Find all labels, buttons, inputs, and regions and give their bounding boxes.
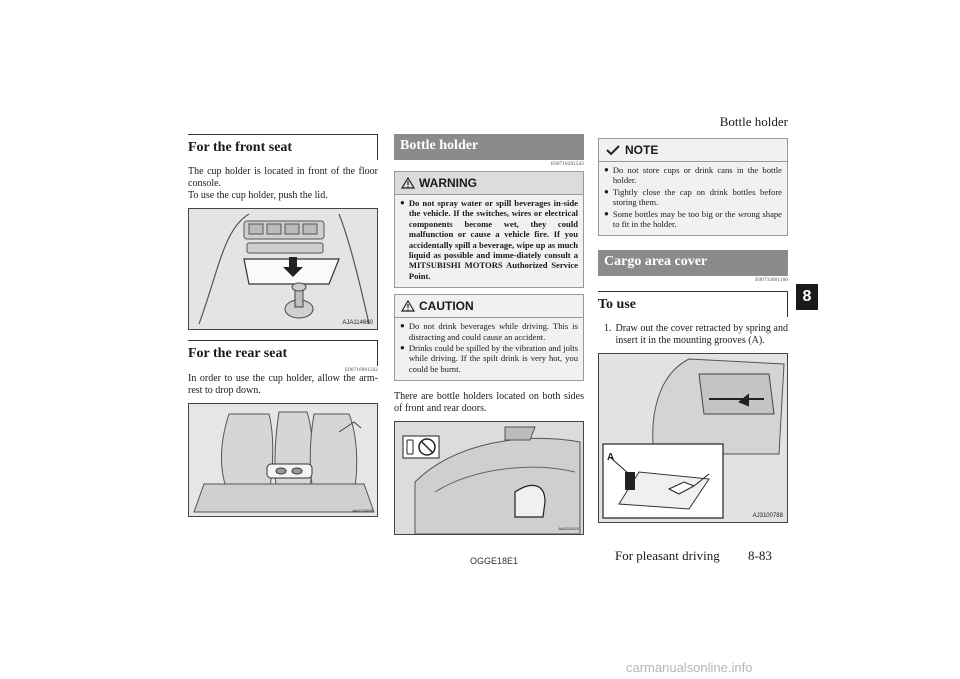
caution-item: ● Drinks could be spilled by the vibrati… bbox=[400, 343, 578, 374]
bullet-dot-icon: ● bbox=[400, 343, 405, 353]
section-heading-front-seat: For the front seat bbox=[188, 134, 378, 160]
callout-label-a: A bbox=[607, 452, 614, 463]
warning-box: WARNING ● Do not spray water or spill be… bbox=[394, 171, 584, 289]
figure-id-cargo: AJ3100788 bbox=[752, 513, 783, 520]
running-title: Bottle holder bbox=[719, 114, 788, 129]
rear-seat-code: E00716901562 bbox=[345, 368, 378, 373]
note-item: ● Do not store cups or drink cans in the… bbox=[604, 165, 782, 186]
watermark: carmanualsonline.info bbox=[626, 660, 753, 675]
warning-item: ● Do not spray water or spill beverages … bbox=[400, 198, 578, 281]
section-heading-rear-seat: For the rear seat bbox=[188, 340, 378, 366]
front-cup-holder-illustration bbox=[189, 209, 377, 329]
note-item-text: Some bottles may be too big or the wrong… bbox=[612, 208, 782, 230]
note-title: NOTE bbox=[625, 143, 659, 157]
rear-armrest-figure: AA0110406 bbox=[188, 403, 378, 517]
bottle-holder-code: E00718201543 bbox=[551, 162, 584, 167]
front-seat-text-1: The cup holder is located in front of th… bbox=[188, 166, 378, 189]
note-body: ● Do not store cups or drink cans in the… bbox=[599, 162, 787, 235]
note-header: NOTE bbox=[599, 139, 787, 162]
bullet-dot-icon: ● bbox=[604, 208, 609, 218]
step-1: 1. Draw out the cover retracted by sprin… bbox=[604, 323, 788, 347]
warning-triangle-icon bbox=[401, 300, 415, 312]
bullet-dot-icon: ● bbox=[604, 165, 609, 174]
note-item: ● Tightly close the cap on drink bottles… bbox=[604, 187, 782, 208]
column-front-rear-seat: For the front seat The cup holder is loc… bbox=[188, 134, 378, 517]
warning-title: WARNING bbox=[419, 176, 477, 190]
bullet-dot-icon: ● bbox=[400, 321, 405, 331]
checkmark-note-icon bbox=[606, 145, 620, 156]
note-item: ● Some bottles may be too big or the wro… bbox=[604, 209, 782, 230]
note-box: NOTE ● Do not store cups or drink cans i… bbox=[598, 138, 788, 237]
page-number: 8-83 bbox=[748, 548, 772, 563]
warning-body: ● Do not spray water or spill beverages … bbox=[395, 195, 583, 287]
front-seat-text-2: To use the cup holder, push the lid. bbox=[188, 190, 328, 201]
caution-item-text: Drinks could be spilled by the vibration… bbox=[408, 343, 578, 374]
warning-header: WARNING bbox=[395, 172, 583, 195]
door-bottle-holder-illustration bbox=[395, 422, 583, 535]
figure-id-rear: AA0110406 bbox=[352, 508, 373, 513]
caution-box: CAUTION ● Do not drink beverages while d… bbox=[394, 294, 584, 382]
caution-item: ● Do not drink beverages while driving. … bbox=[400, 321, 578, 342]
figure-id-door: AA0110422 bbox=[558, 526, 579, 532]
cargo-cover-code: E00733601160 bbox=[755, 278, 788, 284]
step-text: Draw out the cover retracted by spring a… bbox=[615, 323, 789, 347]
bullet-dot-icon: ● bbox=[604, 186, 609, 196]
column-note-cargo-cover: NOTE ● Do not store cups or drink cans i… bbox=[598, 134, 788, 524]
warning-triangle-icon bbox=[401, 177, 415, 189]
caution-header: CAUTION bbox=[395, 295, 583, 319]
footer-section: For pleasant driving bbox=[615, 548, 720, 563]
caution-body: ● Do not drink beverages while driving. … bbox=[395, 318, 583, 380]
figure-id-front: AJA114660 bbox=[342, 320, 373, 326]
cargo-cover-figure: A AJ3100788 bbox=[598, 353, 788, 524]
section-heading-to-use: To use bbox=[598, 291, 788, 318]
step-number: 1. bbox=[604, 323, 612, 335]
section-banner-bottle-holder: Bottle holder bbox=[394, 134, 584, 160]
document-code: OGGE18E1 bbox=[470, 556, 519, 566]
caution-title: CAUTION bbox=[419, 299, 474, 314]
caution-item-text: Do not drink beverages while driving. Th… bbox=[408, 321, 578, 342]
front-seat-text: The cup holder is located in front of th… bbox=[188, 166, 378, 202]
cargo-cover-illustration: A bbox=[599, 354, 787, 523]
warning-item-text: Do not spray water or spill beverages in… bbox=[408, 198, 578, 281]
note-item-text: Do not store cups or drink cans in the b… bbox=[612, 165, 782, 186]
bullet-dot-icon: ● bbox=[400, 198, 405, 207]
bottle-holder-text: There are bottle holders located on both… bbox=[394, 391, 584, 415]
rear-seat-text: In order to use the cup holder, allow th… bbox=[188, 373, 378, 396]
section-banner-cargo-area-cover: Cargo area cover bbox=[598, 250, 788, 277]
door-bottle-holder-figure: AA0110422 bbox=[394, 421, 584, 536]
rear-armrest-illustration bbox=[189, 404, 377, 516]
front-cup-holder-figure: AJA114660 bbox=[188, 208, 378, 330]
note-item-text: Tightly close the cap on drink bottles b… bbox=[612, 186, 782, 208]
chapter-tab: 8 bbox=[796, 284, 818, 310]
column-bottle-holder: Bottle holder E00718201543 WARNING ● Do … bbox=[394, 134, 584, 536]
